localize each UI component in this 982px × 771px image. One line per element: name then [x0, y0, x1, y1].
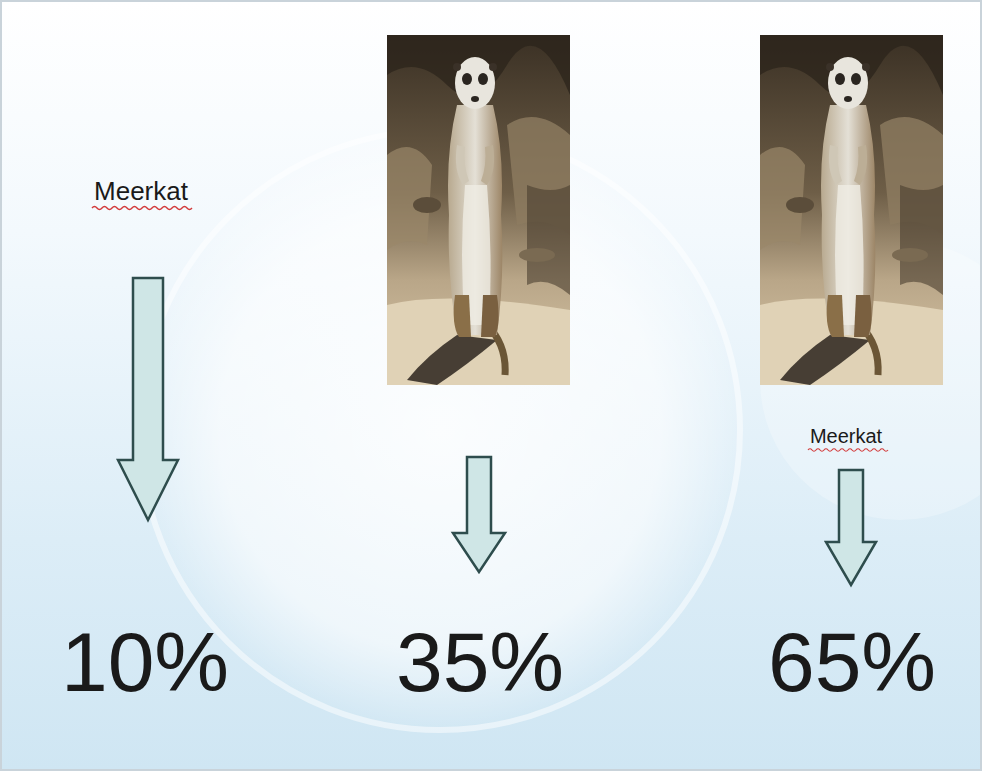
percent-label: 65% — [768, 620, 936, 704]
down-arrow — [118, 278, 178, 520]
down-arrow — [826, 470, 876, 585]
spellcheck-underline — [808, 449, 888, 452]
meerkat-photo — [387, 35, 570, 385]
spellcheck-underline — [92, 207, 192, 210]
word-label: Meerkat — [810, 426, 882, 446]
word-label: Meerkat — [94, 178, 188, 204]
meerkat-photo — [760, 35, 943, 385]
down-arrow — [453, 457, 505, 572]
percent-label: 35% — [396, 620, 564, 704]
percent-label: 10% — [61, 620, 229, 704]
